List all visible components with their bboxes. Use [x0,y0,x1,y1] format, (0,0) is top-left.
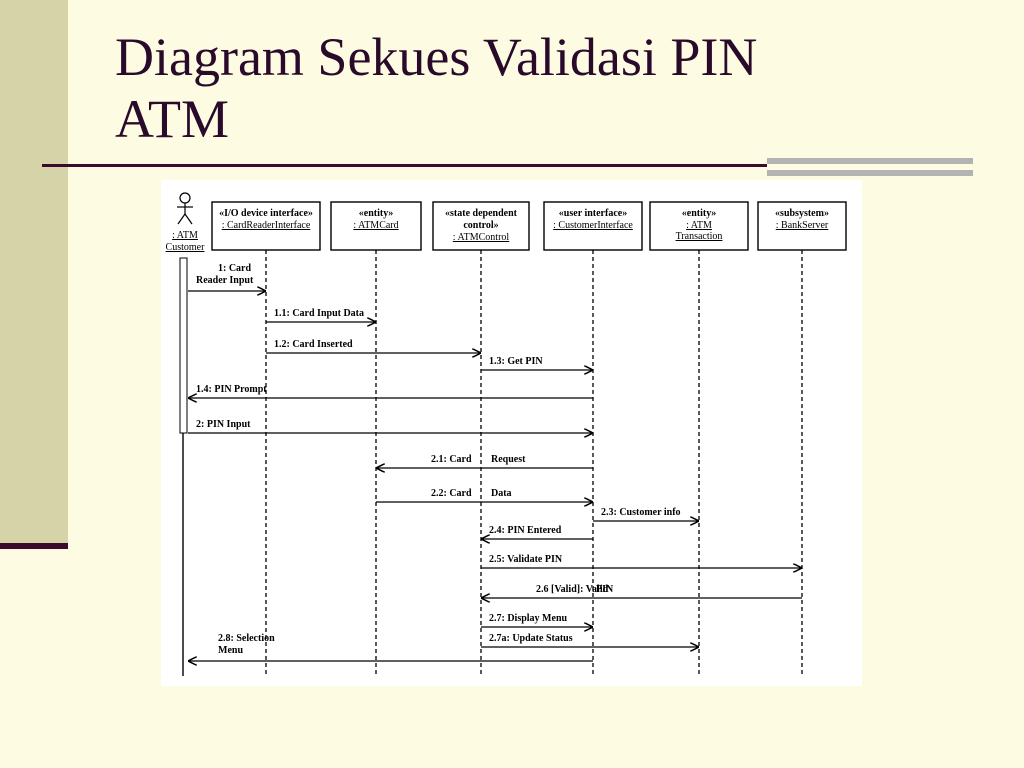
actor-name-line-2: Customer [166,242,206,253]
object-stereotype: «entity» [359,208,393,219]
side-accent-bar [0,543,68,549]
message-label-line-2: Reader Input [196,275,254,286]
message-label: 2.5: Validate PIN [489,554,563,565]
message-label: 2.4: PIN Entered [489,525,562,536]
title-divider [42,164,767,167]
message-label: 2.7: Display Menu [489,613,568,624]
object-box [330,201,422,251]
message-label: 1.4: PIN Prompt [196,384,267,395]
message-label: 1.2: Card Inserted [274,339,353,350]
message-label: 2.1: Card [431,454,472,465]
message-label: 1: Card [218,263,251,274]
slide-title-line-2: ATM [115,89,230,149]
object-stereotype: «I/O device interface» [219,208,313,219]
object-stereotype: «entity» [682,208,716,219]
message-label: 2.3: Customer info [601,507,681,518]
message-label-part-2: PIN [596,584,614,595]
object-box [757,201,847,251]
actor-leg-left [177,213,186,225]
actor-name-line-1: : ATM [172,230,198,241]
side-bar [0,0,68,549]
title-divider-accent-bottom [767,170,973,176]
slide-title-line-1: Diagram Sekues Validasi PIN [115,27,758,87]
object-stereotype: «subsystem» [775,208,829,219]
message-label: 1.3: Get PIN [489,356,543,367]
object-name: : CardReaderInterface [222,220,311,231]
object-box [432,201,530,251]
object-name: : CustomerInterface [553,220,633,231]
actor-head [179,192,191,204]
title-divider-accent-top [767,158,973,164]
actor-leg-right [184,213,193,225]
object-box [543,201,643,251]
object-stereotype: «state dependent [445,208,518,219]
object-box [211,201,321,251]
actor-activation-bar [179,257,188,434]
slide-title: Diagram Sekues Validasi PIN ATM [115,26,875,150]
message-label: 2: PIN Input [196,419,251,430]
object-stereotype: «user interface» [559,208,627,219]
object-name: : ATM [686,220,712,231]
object-name: : BankServer [776,220,829,231]
object-stereotype-line-2: control» [463,220,498,231]
message-label-line-2: Menu [218,645,243,656]
object-name: : ATMCard [353,220,398,231]
message-label: 2.2: Card [431,488,472,499]
message-label: 2.6 [Valid]: Valid [536,584,609,595]
message-label-part-2: Data [491,488,512,499]
object-name-line-2: Transaction [676,231,723,242]
message-label: 1.1: Card Input Data [274,308,364,319]
message-label: 2.8: Selection [218,633,275,644]
object-box [649,201,749,251]
message-label-part-2: Request [491,454,526,465]
object-name: : ATMControl [453,232,510,243]
message-label: 2.7a: Update Status [489,633,573,644]
